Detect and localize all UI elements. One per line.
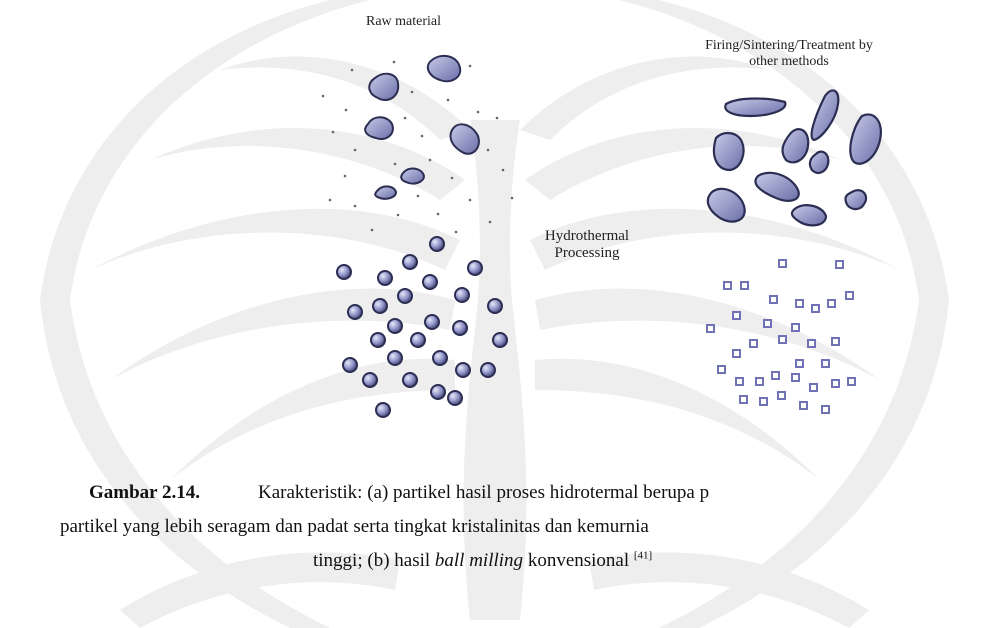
caption-line3-text: tinggi; (b) hasil [313,550,435,571]
firing-particles [708,90,881,225]
caption-reference: [41] [634,550,652,562]
label-firing-line1: Firing/Sintering/Treatment by [674,38,904,54]
caption-label: Gambar 2.14. [89,476,200,510]
label-hydro-line2: Processing [525,245,649,262]
raw-material-dots [322,61,514,234]
hydrothermal-spheres [337,237,507,417]
label-hydrothermal: Hydrothermal Processing [525,228,649,263]
ball-milling-squares [707,260,855,413]
label-firing-line2: other methods [674,54,904,70]
label-raw-material: Raw material [366,14,441,30]
label-hydro-line1: Hydrothermal [525,228,649,245]
caption-line3-rest: konvensional [523,550,634,571]
caption-italic-term: ball milling [435,550,523,571]
raw-material-particles [365,56,479,199]
caption-line3: tinggi; (b) hasil ball milling konvensio… [313,544,652,578]
caption-line1: Karakteristik: (a) partikel hasil proses… [258,476,709,510]
caption-line2: partikel yang lebih seragam dan padat se… [60,510,649,544]
label-firing-sintering: Firing/Sintering/Treatment by other meth… [674,38,904,70]
